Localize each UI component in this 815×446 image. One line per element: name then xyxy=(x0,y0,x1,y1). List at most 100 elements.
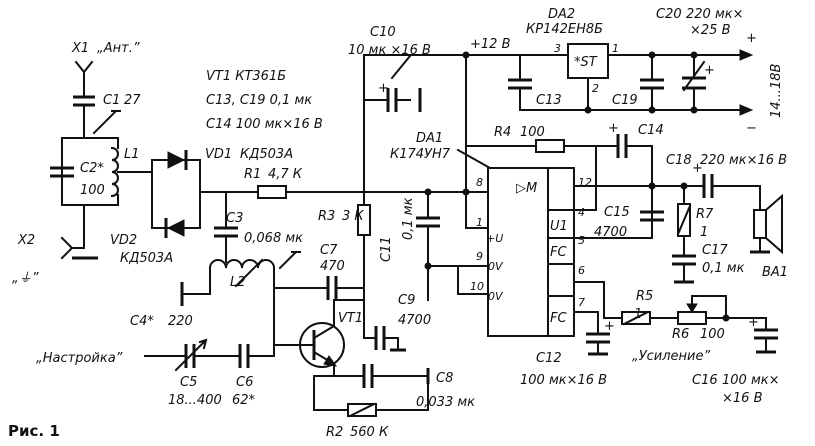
tank-circuit-c2-l1: C2* 100 L1 xyxy=(50,137,153,206)
da1-pin-ov2: 0V xyxy=(488,290,504,303)
varicap-vd1: VD1 КД503А xyxy=(151,147,293,229)
c16-value: 100 мк× xyxy=(722,373,780,388)
resistor-r3: R3 3 К xyxy=(318,54,371,301)
r6-ref: R6 xyxy=(672,327,689,342)
capacitor-c10: + C10 10 мк ×16 В xyxy=(348,25,431,112)
amplifier-da1: ▷M U1 FC FC +U 0V 0V 8 1 9 10 12 4 5 6 7… xyxy=(390,131,592,337)
output-network: R7 1 C17 0,1 мк xyxy=(573,182,745,284)
c12-ref: C12 xyxy=(536,351,562,366)
c20-plus: + xyxy=(704,63,715,78)
tuning-capacitors: „Настройка” C5 18...400 C6 62* xyxy=(36,287,275,408)
c4-ref: C4* xyxy=(130,314,154,329)
da2-ref: DA2 xyxy=(548,7,575,22)
c7-value: 470 xyxy=(320,259,345,274)
c20-value2: ×25 В xyxy=(690,23,731,38)
da1-fc1: FC xyxy=(550,245,567,260)
vt1-ref: VT1 xyxy=(338,311,363,326)
da1-pin-ov1: 0V xyxy=(488,260,504,273)
capacitor-c15: C15 4700 xyxy=(573,199,664,240)
r1-value: 4,7 К xyxy=(268,167,303,182)
c10-plus: + xyxy=(378,81,389,96)
c18-ref: C18 xyxy=(666,153,692,168)
note-line2: C13, C19 0,1 мк xyxy=(206,93,312,108)
da1-pin12: 12 xyxy=(578,176,592,189)
da2-st: *ST xyxy=(574,55,598,70)
c11-ref: C11 xyxy=(379,236,394,262)
vd2-value: КД503А xyxy=(120,251,173,266)
c11-value: 0,1 мк xyxy=(401,197,416,240)
speaker-ba1: BA1 xyxy=(750,193,788,280)
resistor-r4: R4 100 xyxy=(465,125,597,211)
c20-ref: C20 xyxy=(656,7,682,22)
c14-ref: C14 xyxy=(638,123,664,138)
c16-plus: + xyxy=(748,315,759,330)
c6-value: 62* xyxy=(232,393,256,408)
da2-pin1: 1 xyxy=(612,42,619,55)
c2-ref: C2* xyxy=(80,161,104,176)
note-line1: VT1 КТ361Б xyxy=(206,69,286,84)
da1-pin5: 5 xyxy=(578,234,585,247)
c8-value: 0,033 мк xyxy=(416,395,475,410)
capacitor-c12: + C12 100 мк×16 В xyxy=(520,311,615,388)
c12-plus: + xyxy=(604,319,615,334)
c14-plus: + xyxy=(608,121,619,136)
c18-value: 220 мк×16 В xyxy=(700,153,787,168)
da1-pin1: 1 xyxy=(476,216,483,229)
feedback-c8-r2: C8 0,033 мк R2 560 К xyxy=(313,364,475,440)
capacitor-c3: C3 0,068 мк xyxy=(214,191,303,263)
x1-name: „Ант.” xyxy=(97,41,140,56)
supply-rail: +12 В xyxy=(363,37,537,229)
da1-pin10: 10 xyxy=(470,280,484,293)
r7-value: 1 xyxy=(700,225,708,240)
l2-ref: L2 xyxy=(230,275,246,290)
r2-ref: R2 xyxy=(326,425,343,440)
r4-ref: R4 xyxy=(494,125,511,140)
da1-pin-u: +U xyxy=(486,232,503,245)
c9-value: 4700 xyxy=(398,313,431,328)
c12-value: 100 мк×16 В xyxy=(520,373,607,388)
gain-control: + R5 1 R6 100 „Усиление” C16 100 мк× ×16… xyxy=(573,281,780,406)
c5-value: 18...400 xyxy=(168,393,222,408)
c6-ref: C6 xyxy=(236,375,253,390)
power-plus: + xyxy=(746,31,757,46)
r5-value: 1 xyxy=(634,307,642,322)
regulator-da2: *ST 3 1 2 DA2 КР142ЕН8Б xyxy=(526,7,741,111)
r7-ref: R7 xyxy=(696,207,714,222)
da1-pin8: 8 xyxy=(476,176,483,189)
varicap-vd2: VD2 КД503А xyxy=(110,218,201,266)
c1-ref: C1 xyxy=(103,93,120,108)
da2-pin2: 2 xyxy=(592,82,599,95)
c17-value: 0,1 мк xyxy=(702,261,745,276)
c9-ref: C9 xyxy=(398,293,415,308)
c17-ref: C17 xyxy=(702,243,728,258)
r5-ref: R5 xyxy=(636,289,653,304)
c10-ref: C10 xyxy=(370,25,396,40)
r1-ref: R1 xyxy=(244,167,261,182)
tune-label: „Настройка” xyxy=(36,351,123,366)
power-input-terminals: + − 14...18В xyxy=(739,31,784,136)
c13-ref: C13 xyxy=(536,93,562,108)
da1-ref: DA1 xyxy=(416,131,443,146)
c5-ref: C5 xyxy=(180,375,197,390)
l1-ref: L1 xyxy=(124,147,140,162)
component-notes: VT1 КТ361Б C13, C19 0,1 мк C14 100 мк×16… xyxy=(206,69,323,132)
power-minus: − xyxy=(746,121,757,136)
gain-label: „Усиление” xyxy=(632,349,711,364)
capacitor-c1: C1 27 xyxy=(61,93,141,139)
da1-amp: ▷M xyxy=(516,181,537,196)
vd2-ref: VD2 xyxy=(110,233,137,248)
c8-ref: C8 xyxy=(436,371,453,386)
c19-ref: C19 xyxy=(612,93,638,108)
c1-value: 27 xyxy=(124,93,141,108)
c16-ref: C16 xyxy=(692,373,718,388)
x2-name: „⏚” xyxy=(12,271,39,286)
c15-ref: C15 xyxy=(604,205,630,220)
da1-type: К174УН7 xyxy=(390,147,451,162)
da1-u1: U1 xyxy=(550,219,568,234)
da1-fc2: FC xyxy=(550,311,567,326)
capacitor-c7: C7 470 xyxy=(278,243,365,300)
c16-value2: ×16 В xyxy=(722,391,763,406)
c18-plus: + xyxy=(692,161,703,176)
da2-pin3: 3 xyxy=(554,42,561,55)
transistor-vt1: VT1 xyxy=(273,299,365,377)
